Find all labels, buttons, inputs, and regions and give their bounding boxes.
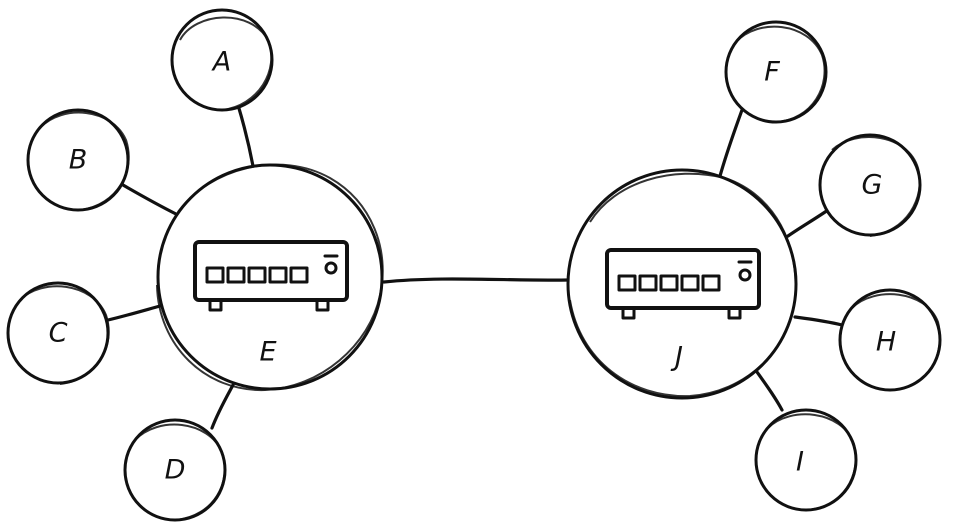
link-B-E — [121, 183, 180, 217]
network-switch-icon — [193, 240, 349, 312]
leaf-node-H: H — [838, 288, 942, 392]
link-E-J — [382, 277, 570, 284]
leaf-label-H: H — [876, 327, 896, 358]
leaf-label-F: F — [764, 57, 780, 88]
hub-sketch-E — [156, 163, 384, 392]
leaf-sketch-G — [831, 136, 921, 237]
leaf-label-A: A — [211, 47, 231, 78]
leaf-node-F: F — [724, 20, 828, 124]
hub-sketch-J — [569, 172, 797, 398]
link-G-J — [786, 208, 830, 238]
leaf-sketch-A — [179, 16, 273, 111]
leaf-sketch-I — [767, 413, 857, 511]
network-switch-icon — [605, 248, 761, 320]
leaf-label-D: D — [165, 455, 186, 486]
leaf-node-C: C — [6, 281, 110, 385]
leaf-node-B: B — [26, 108, 130, 212]
link-H-J — [793, 315, 844, 327]
hub-node-E: E — [156, 163, 384, 392]
leaf-node-D: D — [123, 418, 227, 522]
link-A-E — [236, 103, 255, 168]
hub-label-E: E — [259, 337, 276, 368]
leaf-node-I: I — [754, 408, 858, 512]
connections — [106, 103, 844, 430]
link-D-E — [210, 383, 235, 430]
leaf-label-B: B — [69, 145, 88, 176]
leaf-sketch-D — [134, 423, 226, 521]
leaf-label-C: C — [49, 318, 68, 349]
leaf-sketch-C — [19, 285, 110, 385]
leaf-node-G: G — [818, 133, 922, 237]
leaf-label-I: I — [796, 447, 804, 478]
leaf-sketch-B — [39, 111, 130, 211]
leaf-label-G: G — [862, 170, 883, 201]
link-F-J — [718, 108, 744, 178]
hub-node-J: J — [566, 168, 798, 400]
leaf-sketch-H — [851, 293, 941, 391]
link-I-J — [755, 370, 784, 412]
leaf-node-A: A — [170, 8, 274, 112]
link-C-E — [106, 304, 162, 322]
leaf-sketch-F — [735, 25, 826, 123]
